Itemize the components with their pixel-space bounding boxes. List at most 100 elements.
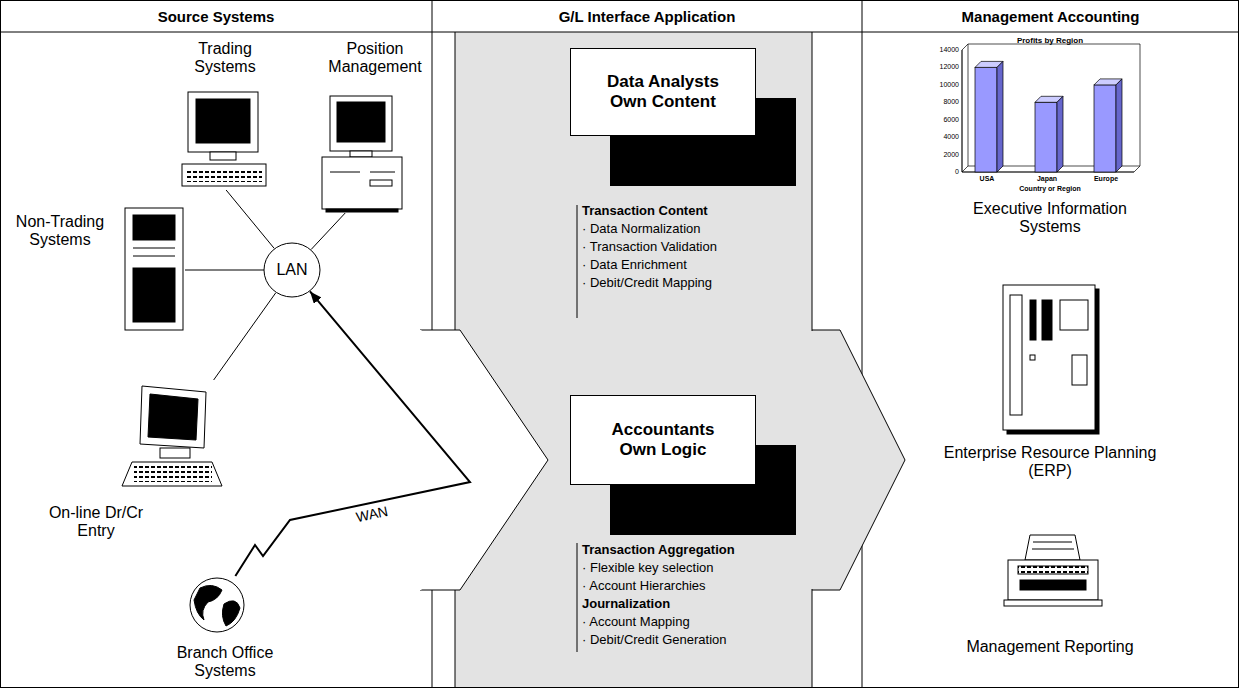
tower-server xyxy=(133,215,175,240)
axis-tick: 12000 xyxy=(940,63,959,71)
column-header: Source Systems xyxy=(0,0,432,33)
trading-monitor xyxy=(210,152,236,160)
node-text: LAN xyxy=(276,261,307,279)
bar xyxy=(1116,79,1122,172)
tower-server xyxy=(133,256,175,257)
step-text: · Debit/Credit Mapping xyxy=(582,276,712,291)
printer xyxy=(1033,542,1072,543)
axis-tick: 0 xyxy=(955,168,959,176)
printer xyxy=(1004,535,1102,606)
chart-title: Profits by Region xyxy=(1017,36,1083,45)
tower-server xyxy=(133,248,175,249)
trading-monitor xyxy=(182,92,266,186)
position-computer xyxy=(322,96,402,212)
position-computer xyxy=(370,180,392,186)
printer xyxy=(1008,560,1098,600)
bar xyxy=(997,61,1003,172)
network-link xyxy=(185,270,264,271)
node-text: Data Analysts Own Content xyxy=(593,72,733,111)
network-hub: LAN xyxy=(263,242,321,298)
desktop-terminal xyxy=(160,448,190,458)
role-box: Accountants Own Logic xyxy=(570,395,756,485)
grey-panel xyxy=(812,590,813,688)
grey-panel xyxy=(455,32,456,330)
axis-title: Country or Region xyxy=(1019,185,1080,193)
flow-arrow xyxy=(812,330,905,590)
step-text: · Transaction Validation xyxy=(582,240,717,255)
node-text: Trading Systems xyxy=(180,40,270,77)
output-icon: Management Reporting xyxy=(965,528,1135,686)
node-text: On-line Dr/Cr Entry xyxy=(38,504,154,541)
node-text: Position Management xyxy=(318,40,432,77)
bar-chart xyxy=(962,44,1140,172)
erp-cabinet xyxy=(1003,285,1095,430)
node-text: Executive Information Systems xyxy=(945,200,1155,237)
node-text: Management Accounting xyxy=(962,8,1140,25)
bar xyxy=(1035,102,1057,172)
bar-chart xyxy=(962,44,1140,172)
axis-tick: 10000 xyxy=(940,81,959,89)
step-text: · Flexible key selection xyxy=(582,561,714,576)
printer xyxy=(1018,566,1088,574)
erp-cabinet xyxy=(1010,295,1022,415)
node-text: Source Systems xyxy=(158,8,275,25)
step-text: · Account Hierarchies xyxy=(582,579,706,594)
desktop-terminal xyxy=(122,386,222,486)
grey-panel xyxy=(455,32,812,688)
erp-cabinet xyxy=(1003,285,1099,434)
step-text: · Data Enrichment xyxy=(582,258,687,273)
step-text: Journalization xyxy=(582,597,670,612)
output-label: Executive Information Systems xyxy=(945,198,1155,254)
system-icon: Branch Office Systems xyxy=(168,576,282,686)
category-label: Japan xyxy=(1037,175,1057,183)
network-link xyxy=(235,291,470,576)
position-computer xyxy=(326,209,398,212)
desktop-terminal xyxy=(122,462,222,486)
erp-cabinet xyxy=(1030,300,1036,340)
system-icon: Non-Trading Systems xyxy=(8,205,185,335)
tower-server xyxy=(125,208,183,330)
printer xyxy=(1004,600,1102,606)
hub-circle xyxy=(264,243,320,297)
system-icon: Trading Systems xyxy=(180,40,270,190)
printer xyxy=(1025,535,1080,560)
trading-monitor xyxy=(182,164,266,186)
network-link xyxy=(214,293,276,380)
node-text: G/L Interface Application xyxy=(559,8,736,25)
node-text: Accountants Own Logic xyxy=(593,420,733,459)
network-link xyxy=(311,213,345,250)
network-link xyxy=(226,190,274,248)
node-text: Branch Office Systems xyxy=(168,644,282,681)
output-icon: Enterprise Resource Planning (ERP) xyxy=(935,280,1165,495)
trading-monitor xyxy=(196,99,250,143)
tower-server xyxy=(125,208,183,330)
desktop-terminal xyxy=(140,386,206,448)
globe xyxy=(194,585,222,620)
category-label: Europe xyxy=(1094,175,1118,183)
position-computer xyxy=(370,172,395,173)
category-label: USA xyxy=(980,175,995,183)
bar-chart xyxy=(968,44,969,166)
bar xyxy=(1094,79,1122,172)
tower-server xyxy=(133,268,175,322)
position-computer xyxy=(322,157,402,209)
flow-arrow xyxy=(420,330,548,590)
globe xyxy=(222,601,240,626)
bar-chart xyxy=(962,50,963,172)
printer xyxy=(1020,580,1086,590)
grey-panel xyxy=(812,32,813,330)
step-text: · Account Mapping xyxy=(582,615,690,630)
axis-tick: 8000 xyxy=(943,98,959,106)
step-text: Transaction Content xyxy=(582,204,708,219)
desktop-terminal xyxy=(148,394,198,440)
link-label: WAN xyxy=(353,502,392,525)
axis-tick: 4000 xyxy=(943,133,959,141)
bar xyxy=(975,67,997,172)
bar xyxy=(1057,96,1063,172)
position-computer xyxy=(330,96,392,151)
bar xyxy=(1035,96,1063,172)
node-text: Non-Trading Systems xyxy=(8,213,112,250)
